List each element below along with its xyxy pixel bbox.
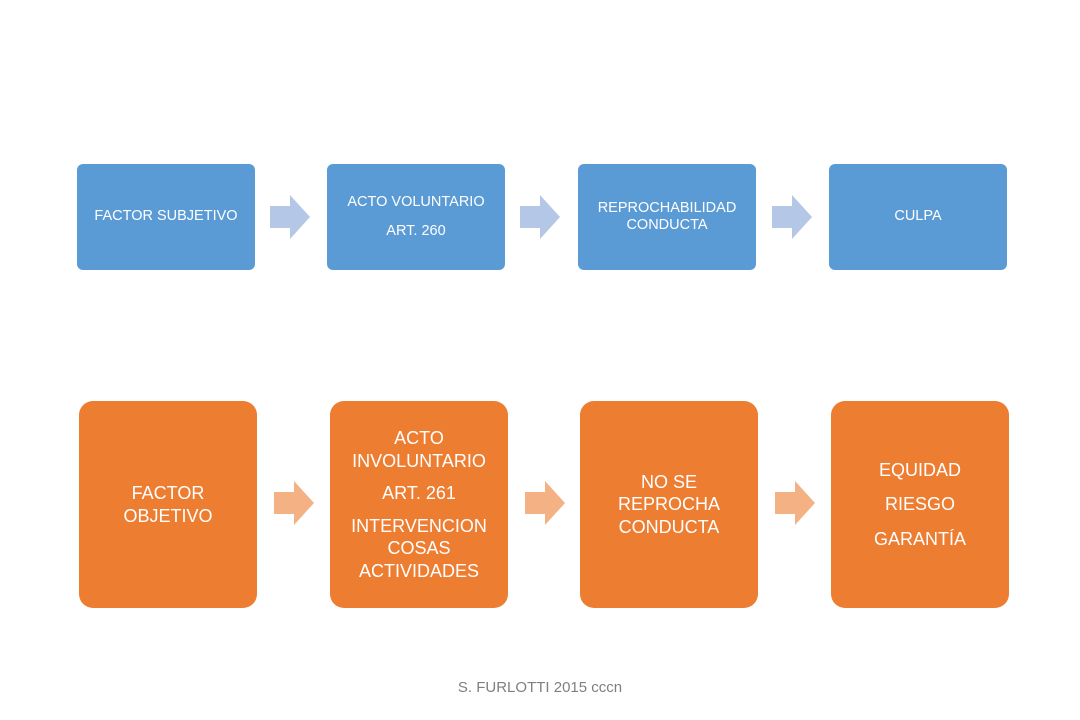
factor-subjetivo-box: FACTOR SUBJETIVO (77, 164, 255, 270)
acto-voluntario-box: ACTO VOLUNTARIO ART. 260 (327, 164, 505, 270)
riesgo-label: RIESGO (884, 494, 955, 515)
acto-involuntario-box: ACTO INVOLUNTARIO ART. 261 INTERVENCION … (330, 401, 508, 608)
arrow-right-icon (775, 481, 815, 525)
arrow-right-icon (520, 195, 560, 239)
arrow-right-icon (772, 195, 812, 239)
garantia-label: GARANTÍA (873, 528, 966, 549)
reprochabilidad-box: REPROCHABILIDAD CONDUCTA (578, 164, 756, 270)
art-261-label: ART. 261 (382, 483, 456, 503)
factor-label: FACTOR (131, 483, 205, 503)
actividades-label: ACTIVIDADES (358, 560, 480, 581)
intervencion-label: INTERVENCION (351, 515, 487, 536)
involuntario-label: INVOLUNTARIO (352, 450, 486, 471)
arrow-right-icon (525, 481, 565, 525)
acto-label: ACTO (394, 428, 444, 448)
objetivo-label: OBJETIVO (123, 505, 213, 526)
factor-subjetivo-label: FACTOR SUBJETIVO (94, 208, 238, 225)
reprocha-label: REPROCHA (617, 494, 720, 515)
cosas-label: COSAS (387, 538, 451, 558)
culpa-box: CULPA (829, 164, 1007, 270)
arrow-right-icon (270, 195, 310, 239)
factor-objetivo-box: FACTOR OBJETIVO (79, 401, 257, 608)
no-se-label: NO SE (640, 471, 697, 492)
arrow-right-icon (274, 481, 314, 525)
culpa-label: CULPA (894, 208, 942, 225)
reprochabilidad-label: REPROCHABILIDAD (597, 199, 737, 216)
conducta-label: CONDUCTA (618, 516, 720, 537)
acto-voluntario-label: ACTO VOLUNTARIO (347, 193, 485, 210)
art-260-label: ART. 260 (386, 223, 446, 239)
equidad-box: EQUIDAD RIESGO GARANTÍA (831, 401, 1009, 608)
no-se-reprocha-box: NO SE REPROCHA CONDUCTA (580, 401, 758, 608)
footer-credit: S. FURLOTTI 2015 cccn (457, 679, 623, 696)
equidad-label: EQUIDAD (878, 459, 961, 480)
conducta-label: CONDUCTA (626, 217, 708, 233)
